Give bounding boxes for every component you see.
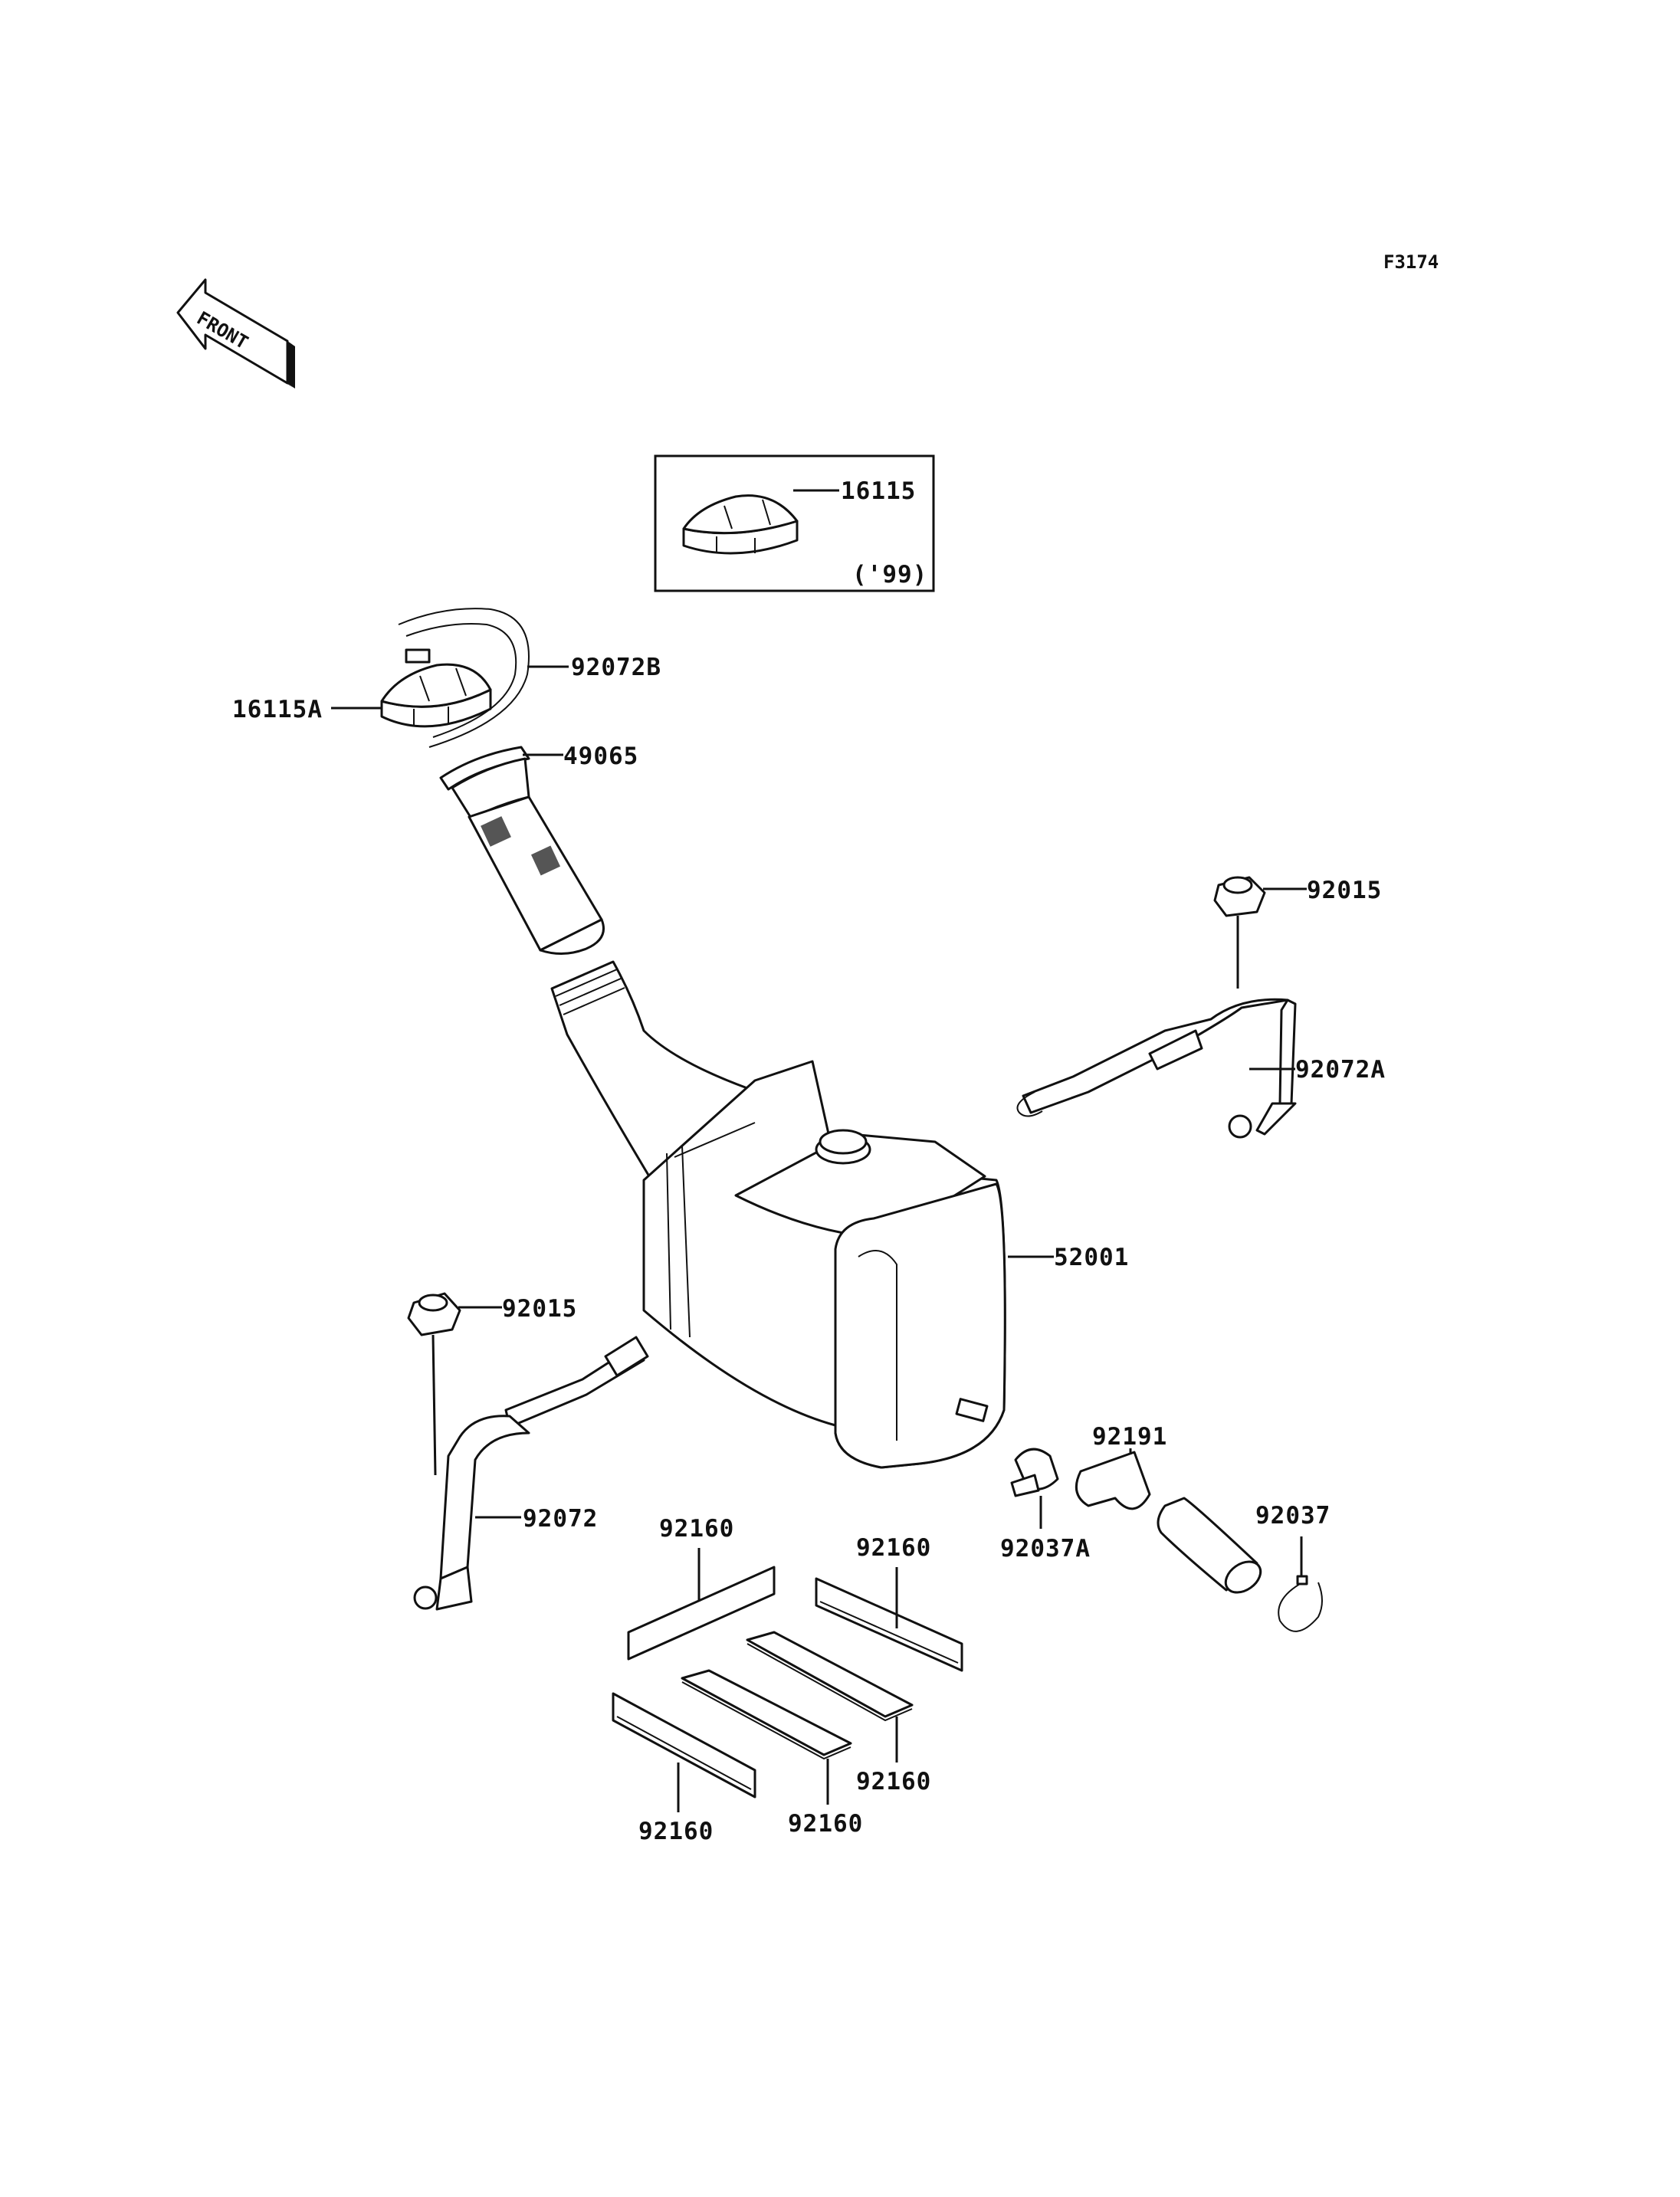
clamp-92037A <box>1010 1448 1059 1497</box>
pad-92160-d <box>681 1669 852 1760</box>
figure-code: F3174 <box>1383 251 1439 273</box>
label-92072B: 92072B <box>571 654 661 681</box>
label-92015-top: 92015 <box>1307 877 1382 904</box>
label-99-note: ('99) <box>852 561 927 589</box>
label-92015-left: 92015 <box>502 1295 577 1323</box>
label-16115A: 16115A <box>232 696 323 723</box>
label-92160-a: 92160 <box>659 1515 734 1543</box>
label-92160-d: 92160 <box>788 1810 863 1838</box>
fuel-cap-16115A <box>380 648 492 728</box>
strap-92072 <box>413 1336 649 1611</box>
label-92072: 92072 <box>523 1505 598 1533</box>
pad-92160-c <box>746 1631 914 1722</box>
nut-92015-top <box>1213 876 1266 917</box>
pad-92160-b <box>815 1577 963 1672</box>
label-92037A: 92037A <box>1000 1535 1091 1562</box>
label-49065: 49065 <box>563 743 638 770</box>
fuel-cap-16115 <box>682 494 799 555</box>
nut-92015-left <box>407 1292 461 1336</box>
label-92160-e: 92160 <box>638 1818 714 1845</box>
label-92191: 92191 <box>1092 1423 1167 1451</box>
inset-box: 16115 ('99) <box>654 454 935 592</box>
fuel-tank-52001 <box>550 960 1006 1469</box>
label-92160-b: 92160 <box>856 1534 931 1562</box>
label-92160-c: 92160 <box>856 1768 931 1795</box>
label-16115: 16115 <box>841 477 916 505</box>
strap-92072A <box>1016 998 1297 1139</box>
label-52001: 52001 <box>1054 1244 1129 1271</box>
hose-92191 <box>1075 1451 1262 1594</box>
pad-92160-e <box>612 1692 756 1799</box>
label-92037: 92037 <box>1255 1502 1331 1530</box>
front-arrow-icon: FRONT <box>176 278 295 389</box>
filler-filter-49065 <box>439 746 605 955</box>
clamp-92037 <box>1278 1575 1323 1632</box>
label-92072A: 92072A <box>1295 1056 1386 1084</box>
strap-92072B <box>398 608 530 748</box>
pad-92160-a <box>627 1566 776 1661</box>
